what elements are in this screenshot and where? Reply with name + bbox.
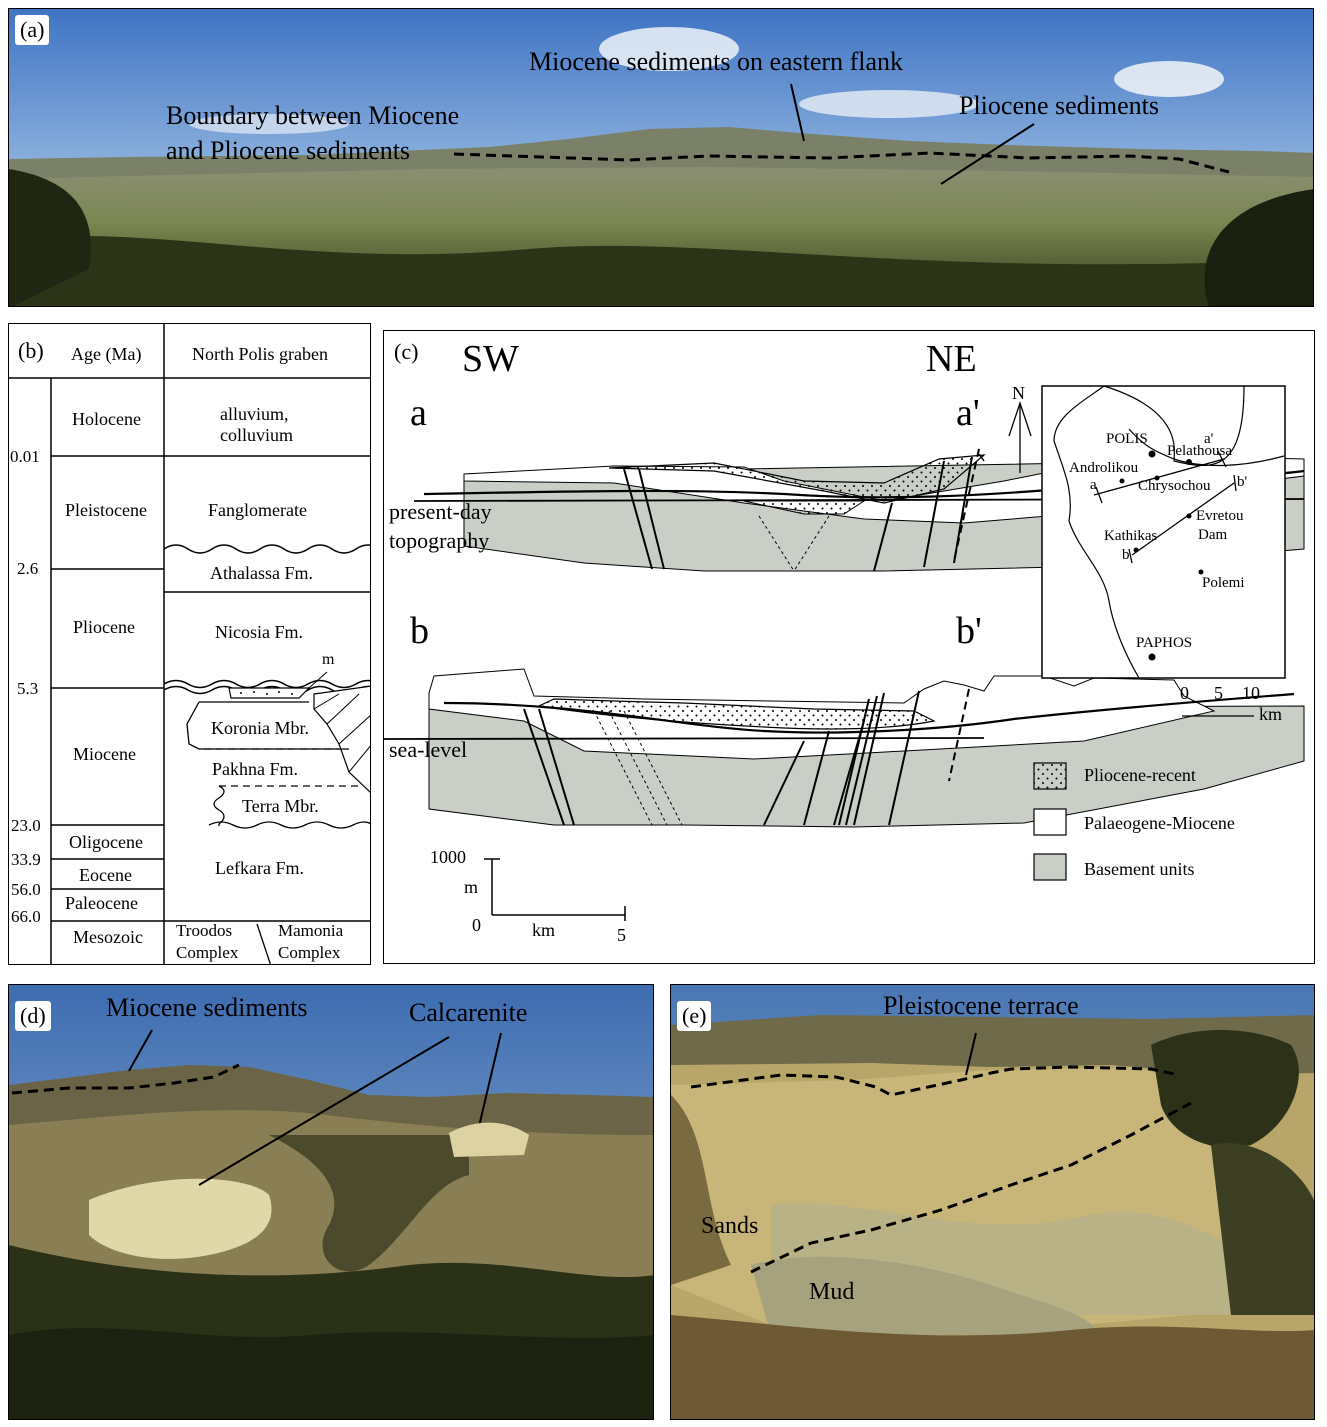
epoch-holocene: Holocene (72, 409, 141, 429)
map-scale-10: 10 (1242, 683, 1260, 703)
sw-label: SW (462, 338, 519, 380)
unit-alluvium-line1: alluvium, (220, 404, 289, 424)
map-scale-5: 5 (1214, 683, 1223, 703)
map-polemi: Polemi (1202, 575, 1245, 591)
map-dam: Dam (1198, 527, 1228, 543)
epoch-eocene: Eocene (79, 865, 132, 885)
unit-pakhna: Pakhna Fm. (212, 759, 299, 779)
map-scale-unit: km (1259, 704, 1283, 724)
panel-e-photo: (e) Pleistocene terrace Sands Mud (670, 984, 1315, 1420)
panel-a-landscape (9, 9, 1313, 306)
map-point-b: b (1122, 547, 1130, 563)
epoch-paleocene: Paleocene (65, 893, 138, 913)
panel-d-photo: (d) Miocene sediments Calcarenite (8, 984, 654, 1420)
legend-palaeogene-miocene: Palaeogene-Miocene (1084, 813, 1235, 833)
map-androlikou: Androlikou (1069, 460, 1139, 476)
age-33-9: 33.9 (11, 850, 41, 869)
panel-a-photo: (a) Miocene sediments on eastern flank B… (8, 8, 1314, 307)
boundary-annotation-line1: Boundary between Miocene (166, 101, 460, 130)
unit-mamonia-line2: Complex (278, 943, 341, 962)
boundary-annotation-line2: and Pliocene sediments (166, 136, 411, 165)
panel-c-sections: (c) SW NE a a' b b' present-day topograp… (383, 330, 1315, 964)
miocene-east-annotation: Miocene sediments on eastern flank (529, 47, 903, 76)
age-56-0: 56.0 (11, 880, 41, 899)
sea-level-label: sea-level (389, 737, 468, 762)
panel-d-label: (d) (15, 1001, 51, 1031)
stratigraphy-column (9, 324, 370, 964)
unit-terra: Terra Mbr. (242, 796, 319, 816)
map-polis: POLIS (1106, 431, 1148, 447)
scale-v-unit: m (464, 877, 479, 897)
unit-mamonia-line1: Mamonia (278, 921, 344, 940)
scale-v-max: 1000 (430, 847, 466, 867)
unit-alluvium-line2: colluvium (220, 425, 293, 445)
age-2-6: 2.6 (17, 559, 39, 578)
age-66-0: 66.0 (11, 907, 41, 926)
map-point-a-prime: a' (1204, 431, 1214, 447)
section-a-prime-label: a' (956, 392, 980, 434)
header-unit: North Polis graben (192, 344, 328, 364)
unit-troodos-line2: Complex (176, 943, 239, 962)
scale-h-unit: km (532, 920, 556, 940)
map-paphos: PAPHOS (1136, 635, 1193, 651)
map-point-b-prime: b' (1237, 474, 1248, 490)
sands-annotation: Sands (701, 1213, 759, 1239)
legend-pliocene-recent: Pliocene-recent (1084, 765, 1196, 785)
panel-e-landscape (671, 985, 1314, 1419)
topography-label-line2: topography (389, 528, 490, 553)
age-23-0: 23.0 (11, 816, 41, 835)
map-chrysochou: Chrysochou (1138, 478, 1211, 494)
mud-annotation: Mud (809, 1279, 855, 1305)
ne-label: NE (926, 338, 977, 380)
section-b-prime-label: b' (956, 610, 982, 652)
panel-e-label: (e) (677, 1001, 712, 1031)
panel-a-label: (a) (15, 15, 50, 45)
calcarenite-annotation: Calcarenite (409, 998, 528, 1027)
section-b-label: b (410, 610, 429, 652)
pliocene-annotation: Pliocene sediments (959, 91, 1160, 120)
panel-b-stratigraphy: (b) Age (Ma) North Polis graben 0.01 2.6… (8, 323, 371, 965)
map-point-a: a (1090, 477, 1097, 493)
epoch-pleistocene: Pleistocene (65, 500, 147, 520)
section-a-label: a (410, 392, 427, 434)
unit-m: m (322, 651, 335, 668)
age-5-3: 5.3 (17, 679, 39, 698)
scale-zero: 0 (472, 915, 481, 935)
unit-troodos-line1: Troodos (176, 921, 233, 940)
topography-label-line1: present-day (389, 499, 492, 524)
epoch-oligocene: Oligocene (69, 832, 143, 852)
miocene-sediments-annotation: Miocene sediments (106, 993, 308, 1022)
unit-lefkara: Lefkara Fm. (215, 858, 304, 878)
epoch-miocene: Miocene (73, 744, 136, 764)
scale-h-max: 5 (617, 925, 626, 945)
unit-nicosia: Nicosia Fm. (215, 622, 303, 642)
cross-sections (384, 385, 1305, 921)
pleistocene-terrace-annotation: Pleistocene terrace (883, 991, 1079, 1020)
map-evretou: Evretou (1196, 508, 1244, 524)
map-kathikas: Kathikas (1104, 528, 1158, 544)
panel-c-label: (c) (389, 337, 424, 367)
age-0-01: 0.01 (10, 447, 40, 466)
map-pelathousa: Pelathousa (1167, 443, 1232, 459)
epoch-pliocene: Pliocene (73, 617, 135, 637)
epoch-mesozoic: Mesozoic (73, 927, 143, 947)
header-age: Age (Ma) (71, 344, 142, 364)
legend-basement-units: Basement units (1084, 859, 1195, 879)
unit-fanglomerate: Fanglomerate (208, 500, 307, 520)
panel-d-landscape (9, 985, 653, 1419)
map-scale-0: 0 (1180, 683, 1189, 703)
panel-b-label: (b) (13, 336, 49, 366)
unit-koronia: Koronia Mbr. (211, 718, 309, 738)
map-north: N (1012, 383, 1025, 403)
unit-athalassa: Athalassa Fm. (210, 563, 313, 583)
